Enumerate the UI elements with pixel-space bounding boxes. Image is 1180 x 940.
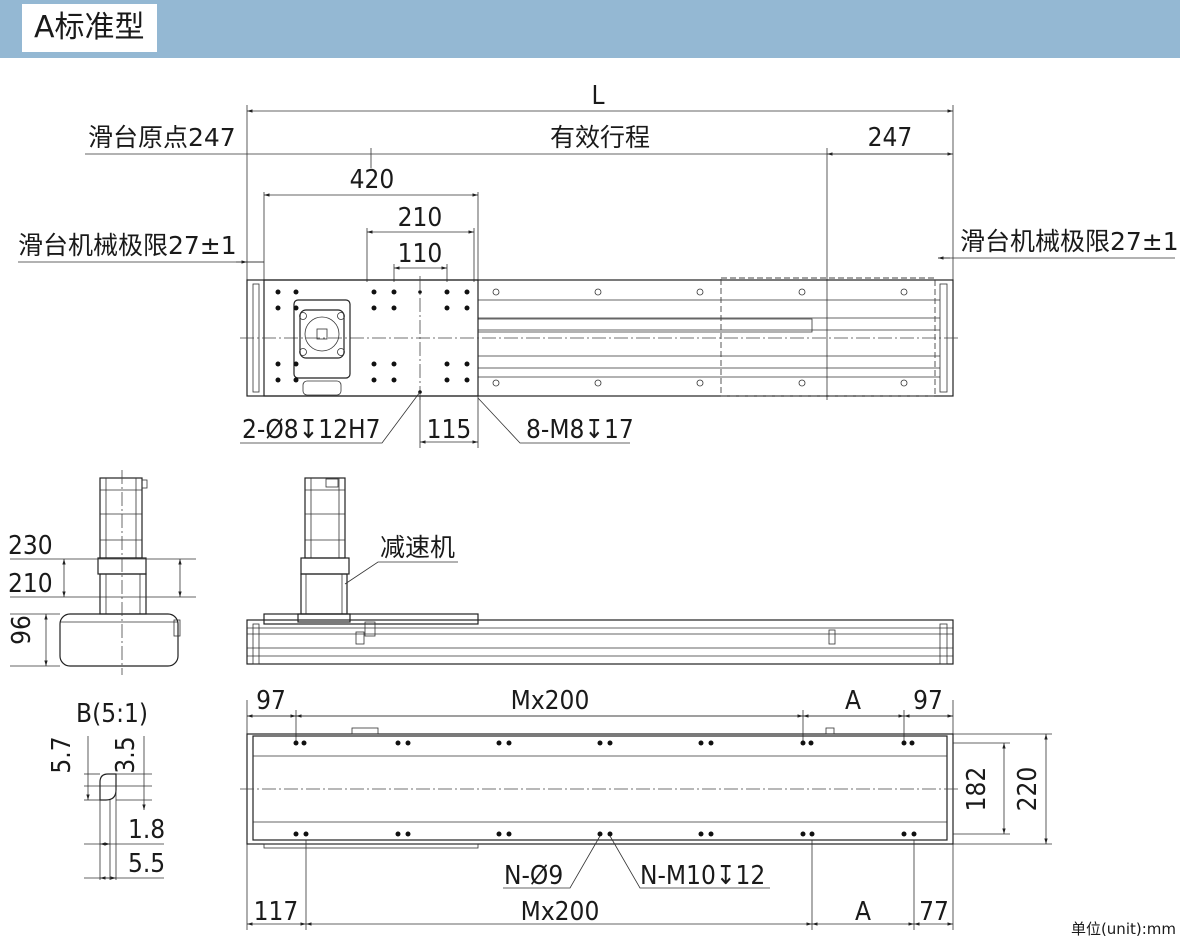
label-left-limit: 滑台机械极限27±1 (18, 231, 237, 260)
rail-screws (492, 288, 908, 387)
dim-230: 230 (8, 531, 53, 561)
label-slide-origin: 滑台原点247 (88, 123, 236, 152)
dim-5-7: 5.7 (47, 736, 77, 773)
callout-bottom-threads: N-M10↧12 (640, 861, 765, 891)
dim-top-right: 97 (913, 686, 943, 716)
dim-top-pitch: Mx200 (511, 686, 590, 716)
dim-220: 220 (1013, 767, 1043, 812)
dim-182: 182 (962, 767, 992, 812)
top-view: L 滑台原点247 有效行程 247 420 210 110 滑台机械极限27±… (18, 81, 1179, 448)
dim-210: 210 (398, 203, 443, 233)
page-title: A标准型 (22, 4, 157, 52)
side-view: 减速机 (246, 477, 954, 665)
dim-420: 420 (350, 165, 395, 195)
dim-right-end: 247 (868, 123, 913, 153)
bottom-view: 97 Mx200 A 97 (240, 686, 1052, 930)
callout-pin-holes: 2-Ø8↧12H7 (242, 415, 380, 445)
label-reducer: 减速机 (380, 533, 455, 562)
detail-b: B(5:1) 5.7 3.5 1.8 5.5 (47, 699, 165, 880)
label-effective-stroke: 有效行程 (550, 123, 650, 152)
unit-note: 单位(unit):mm (1071, 920, 1176, 938)
dim-bottom-pitch: Mx200 (521, 897, 600, 927)
dim-96: 96 (7, 615, 37, 645)
dim-overall-length: L (591, 81, 604, 111)
dim-3-5: 3.5 (111, 736, 141, 773)
callout-thread-holes: 8-M8↧17 (526, 415, 634, 445)
dim-bottom-a: A (855, 897, 871, 927)
dim-1-8: 1.8 (128, 815, 165, 845)
callout-bottom-holes: N-Ø9 (504, 861, 563, 891)
dim-110: 110 (398, 239, 443, 269)
header-bar (0, 0, 1180, 58)
bottom-holes (293, 740, 917, 837)
dim-top-a: A (845, 686, 861, 716)
detail-b-title: B(5:1) (76, 699, 148, 729)
dim-bottom-left: 117 (254, 897, 299, 927)
dim-210-end: 210 (8, 569, 53, 599)
slide-holes (275, 289, 470, 394)
dim-5-5: 5.5 (128, 849, 165, 879)
label-right-limit: 滑台机械极限27±1 (960, 227, 1179, 256)
end-view: 230 210 96 (7, 470, 196, 675)
dim-bottom-right: 77 (919, 897, 949, 927)
dim-top-left: 97 (256, 686, 286, 716)
dim-115: 115 (427, 415, 472, 445)
